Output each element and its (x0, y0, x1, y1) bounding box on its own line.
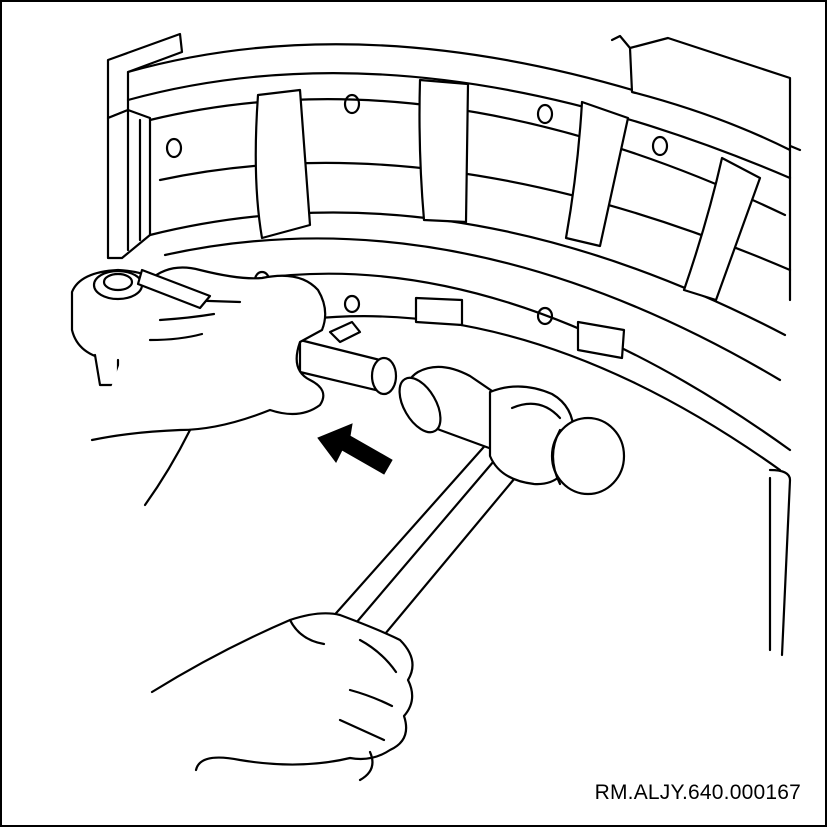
right-hand (150, 612, 414, 782)
brake-shoe (148, 78, 792, 472)
drift-punch (298, 320, 398, 396)
figure-reference-code: RM.ALJY.640.000167 (594, 781, 801, 804)
ball-peen-hammer (328, 365, 626, 642)
direction-arrow (317, 423, 393, 475)
left-hand (90, 266, 327, 507)
